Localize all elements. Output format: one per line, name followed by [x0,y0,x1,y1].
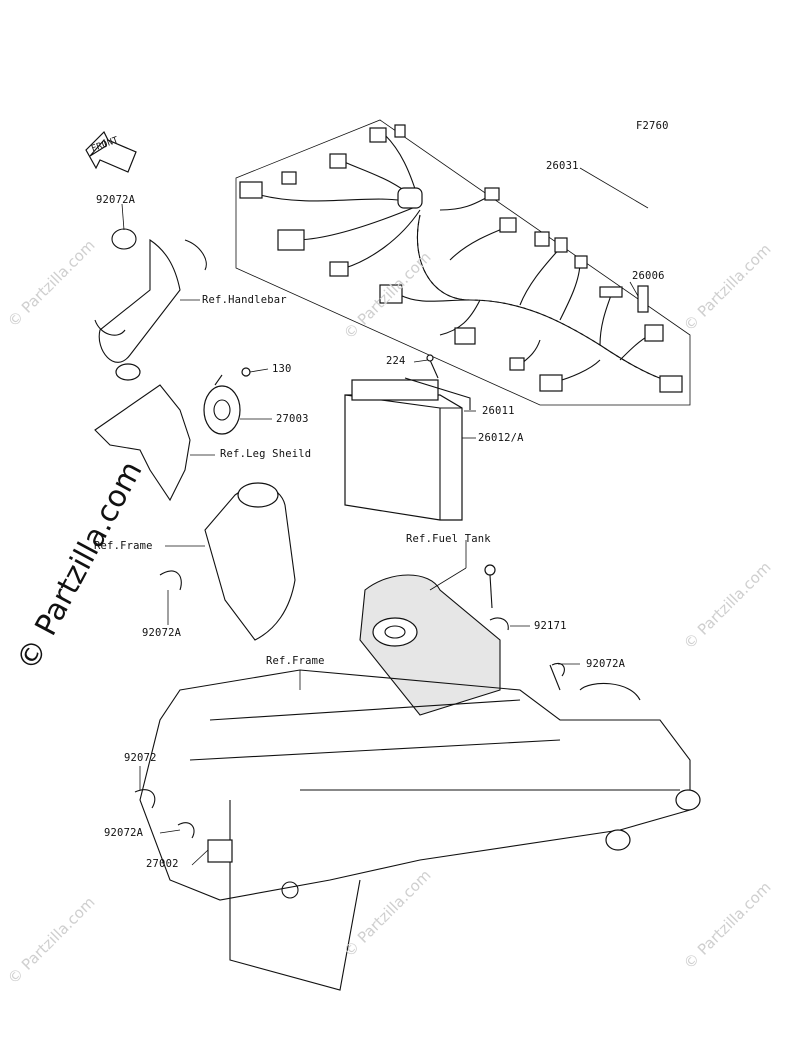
callout-224: 224 [386,355,406,367]
callout-92072: 92072 [124,752,157,764]
callout-92072A-top: 92072A [96,194,136,206]
callout-92171: 92171 [534,620,567,632]
wiring-harness-26031 [235,119,691,406]
fuel-tank-cover [359,564,565,716]
main-frame [134,664,701,991]
horn-27003 [94,367,251,502]
leader-lines [121,167,649,866]
callout-ref-handlebar: Ref.Handlebar [202,294,287,306]
figure-code: F2760 [636,120,669,132]
callout-92072A-right: 92072A [586,658,626,670]
callout-26012A: 26012/A [478,432,524,444]
callout-ref-leg-sheild: Ref.Leg Sheild [220,448,312,460]
battery-strap-26011 [404,354,471,410]
callout-27003: 27003 [276,413,309,425]
callout-ref-frame-center: Ref.Frame [266,655,325,667]
callout-26006: 26006 [632,270,665,282]
battery-26012 [344,379,463,521]
front-arrow-icon [85,130,137,173]
callout-26011: 26011 [482,405,515,417]
callout-27002: 27002 [146,858,179,870]
callout-130: 130 [272,363,292,375]
callout-ref-fuel-tank: Ref.Fuel Tank [406,533,491,545]
callout-92072A-mid: 92072A [142,627,182,639]
callout-26031: 26031 [546,160,579,172]
callout-ref-frame-left: Ref.Frame [94,540,153,552]
steering-head [159,482,296,641]
callout-92072A-low: 92072A [104,827,144,839]
relay-26006 [637,285,649,313]
handlebar-bracket [94,228,207,381]
